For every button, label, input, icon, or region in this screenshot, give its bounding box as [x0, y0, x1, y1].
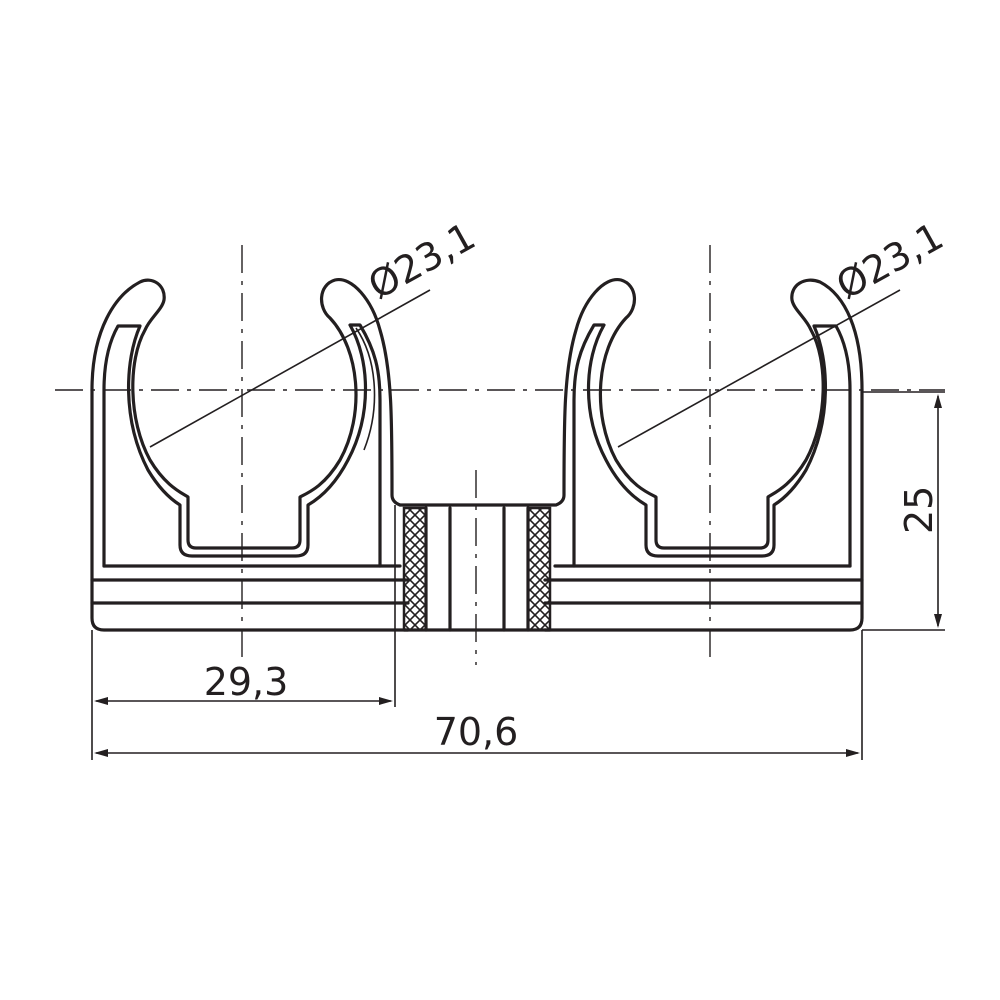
height-label: 25 [897, 486, 941, 534]
base-rails [90, 388, 864, 632]
center-bushing [398, 503, 557, 632]
height-dimension [862, 391, 945, 631]
left-clip [90, 278, 402, 568]
center-lines [55, 245, 945, 665]
diameter-leaders [149, 289, 901, 448]
right-diameter-label: Ø23,1 [829, 214, 951, 308]
half-width-label: 29,3 [204, 660, 289, 704]
total-width-label: 70,6 [434, 710, 519, 754]
right-clip [554, 278, 864, 568]
width-dimensions [91, 505, 863, 760]
